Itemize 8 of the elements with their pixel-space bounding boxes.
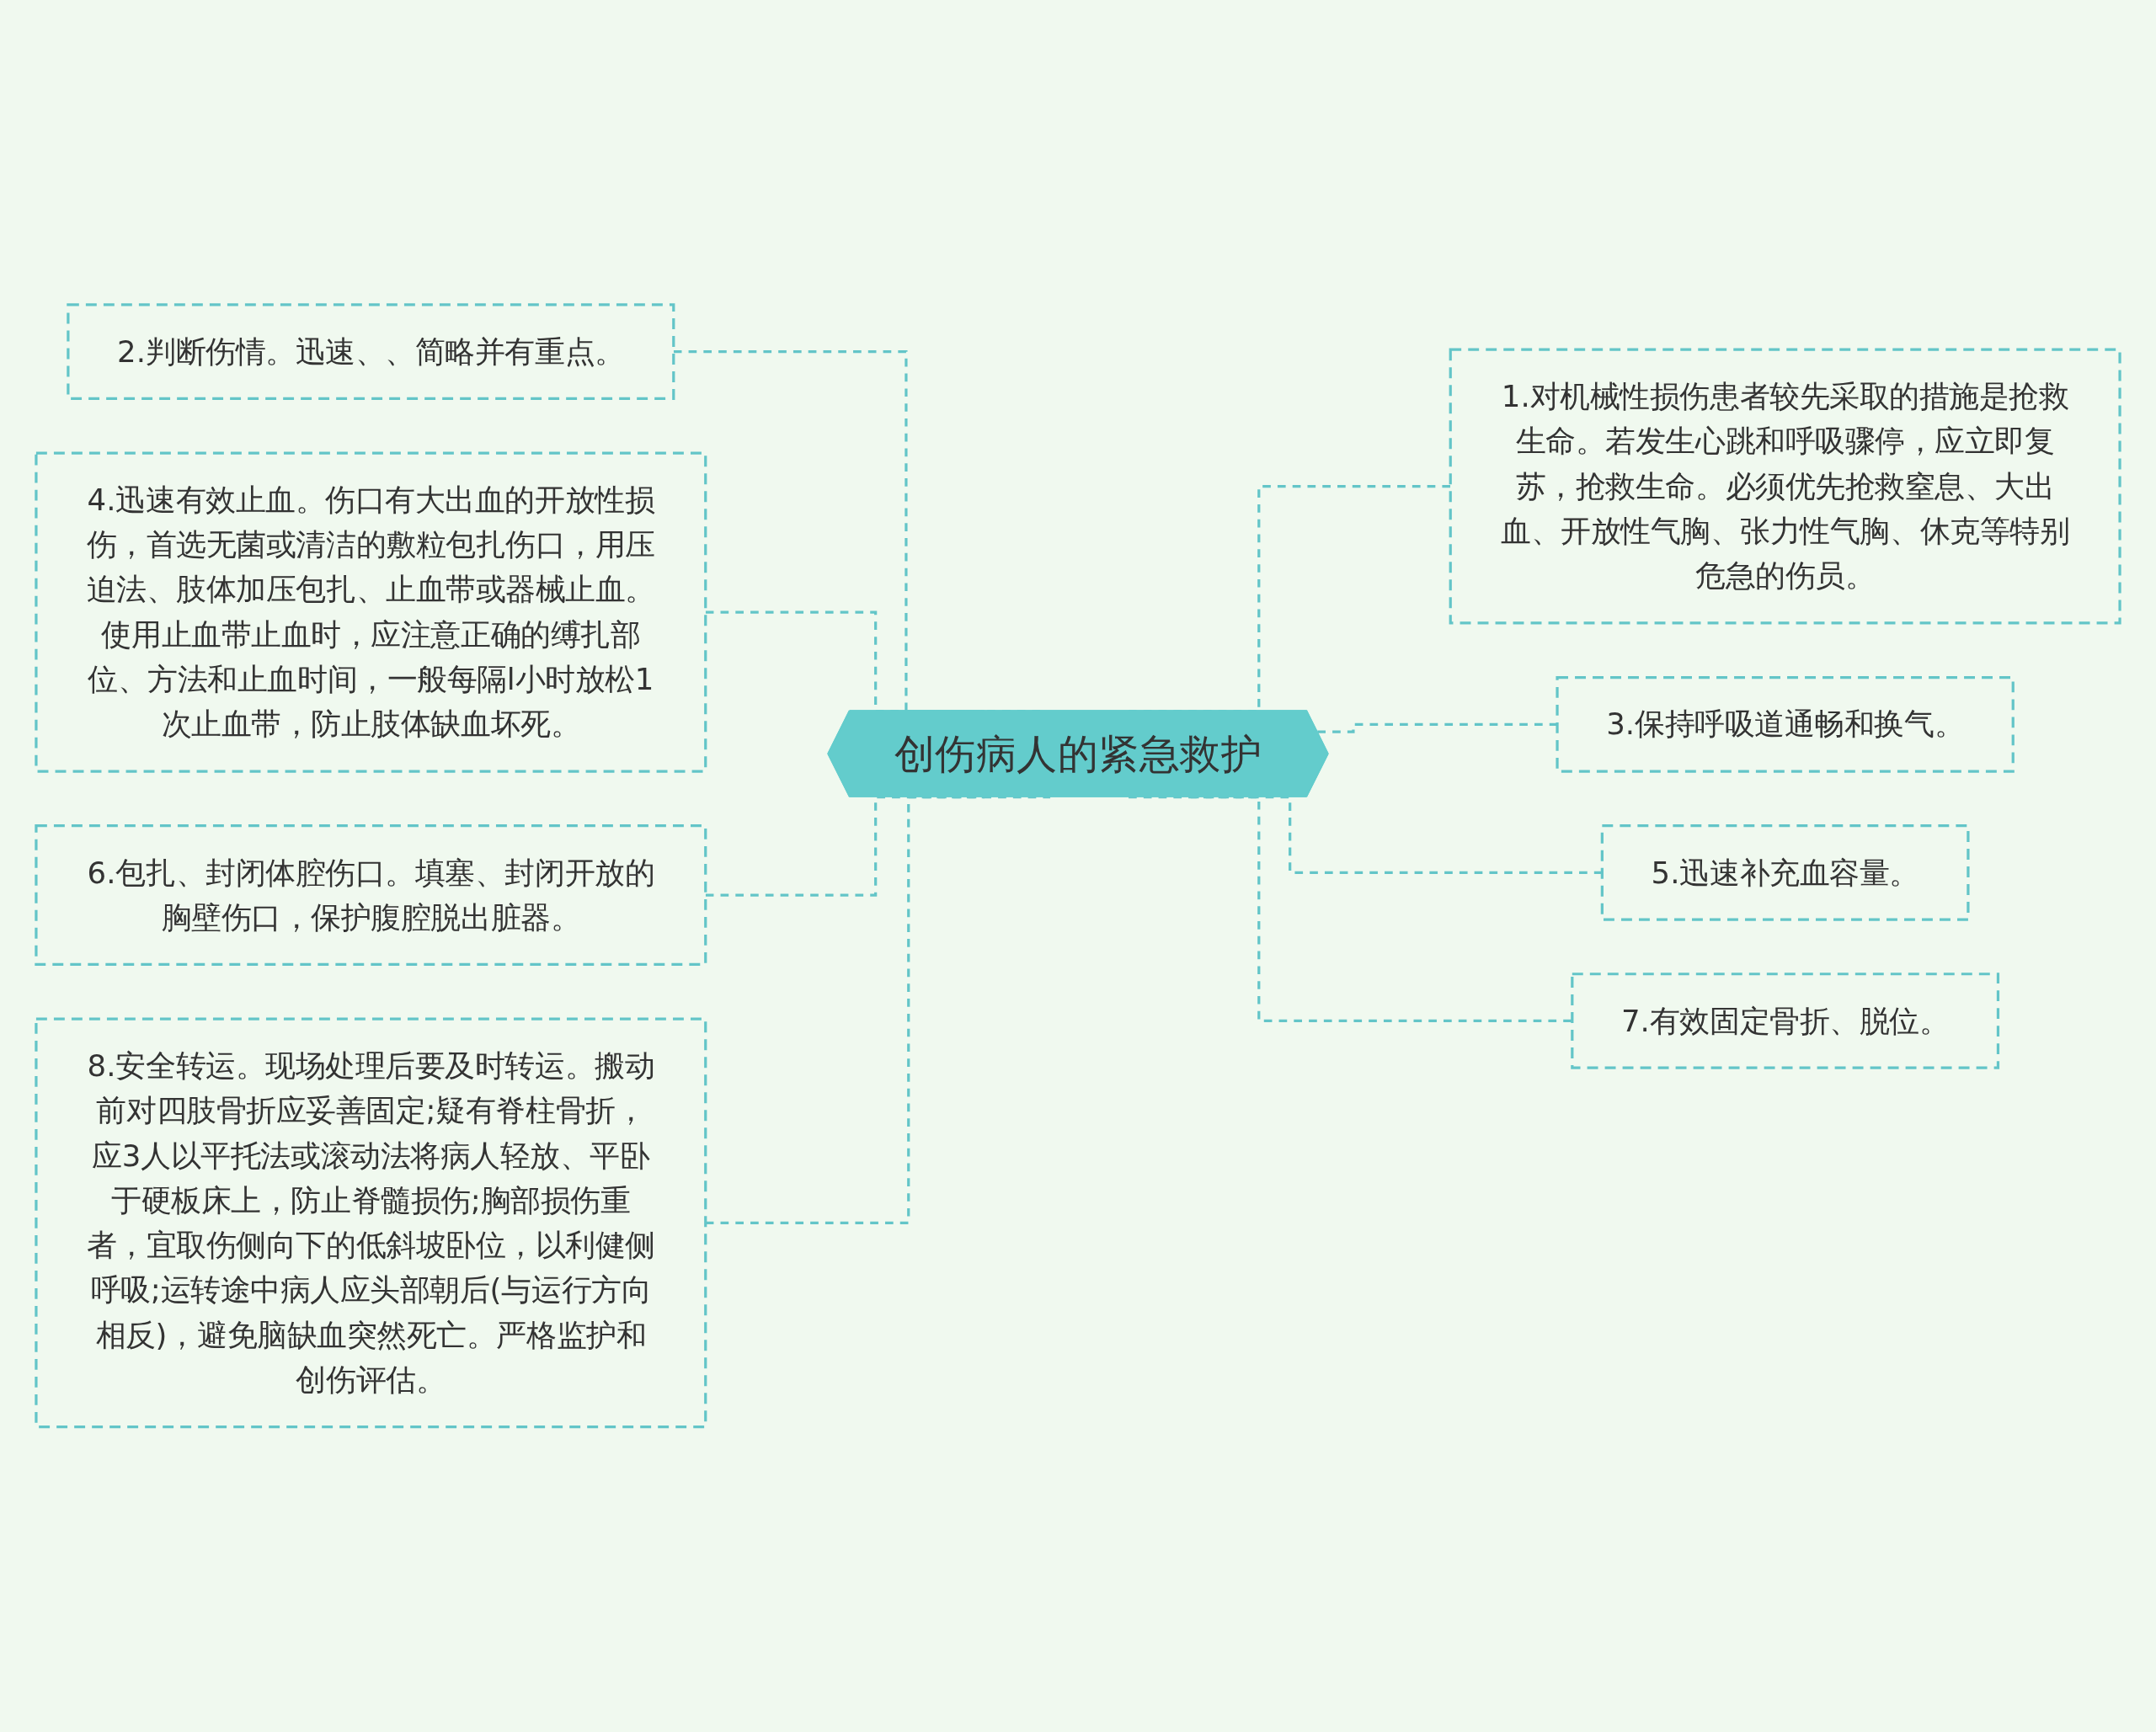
- node-box: 4.迅速有效止血。伤口有大出血的开放性损伤，首选无菌或清洁的敷粒包扎伤口，用压迫法、肢体加压包扎、止血带或器械止血。使用止血带止血时，应注意正确的缚扎部位、方法和止血时间，一般每隔l小时放松1次止血带，防止肢体缺血坏死。: [35, 451, 707, 773]
- node-box: 5.迅速补充血容量。: [1600, 824, 1970, 921]
- node-box: 2.判断伤情。迅速、、简略并有重点。: [67, 303, 675, 401]
- node-box: 8.安全转运。现场处理后要及时转运。搬动前对四肢骨折应妥善固定;疑有脊柱骨折，应3人以平托法或滚动法将病人轻放、平卧于硬板床上，防止脊髓损伤;胸部损伤重者，宜取伤侧向下的低斜坡卧位，以利健侧呼吸;运转途中病人应头部朝后(与运行方向相反)，避免脑缺血突然死亡。严格监护和创伤评估。: [35, 1017, 707, 1429]
- node-box: 1.对机械性损伤患者较先采取的措施是抢救生命。若发生心跳和呼吸骤停，应立即复苏，抢救生命。必须优先抢救窒息、大出血、开放性气胸、张力性气胸、休克等特别危急的伤员。: [1449, 348, 2121, 625]
- node-box: 3.保持呼吸道通畅和换气。: [1556, 676, 2015, 773]
- node-box: 6.包扎、封闭体腔伤口。填塞、封闭开放的胸壁伤口，保护腹腔脱出脏器。: [35, 824, 707, 967]
- node-box: 7.有效固定骨折、脱位。: [1571, 973, 2000, 1069]
